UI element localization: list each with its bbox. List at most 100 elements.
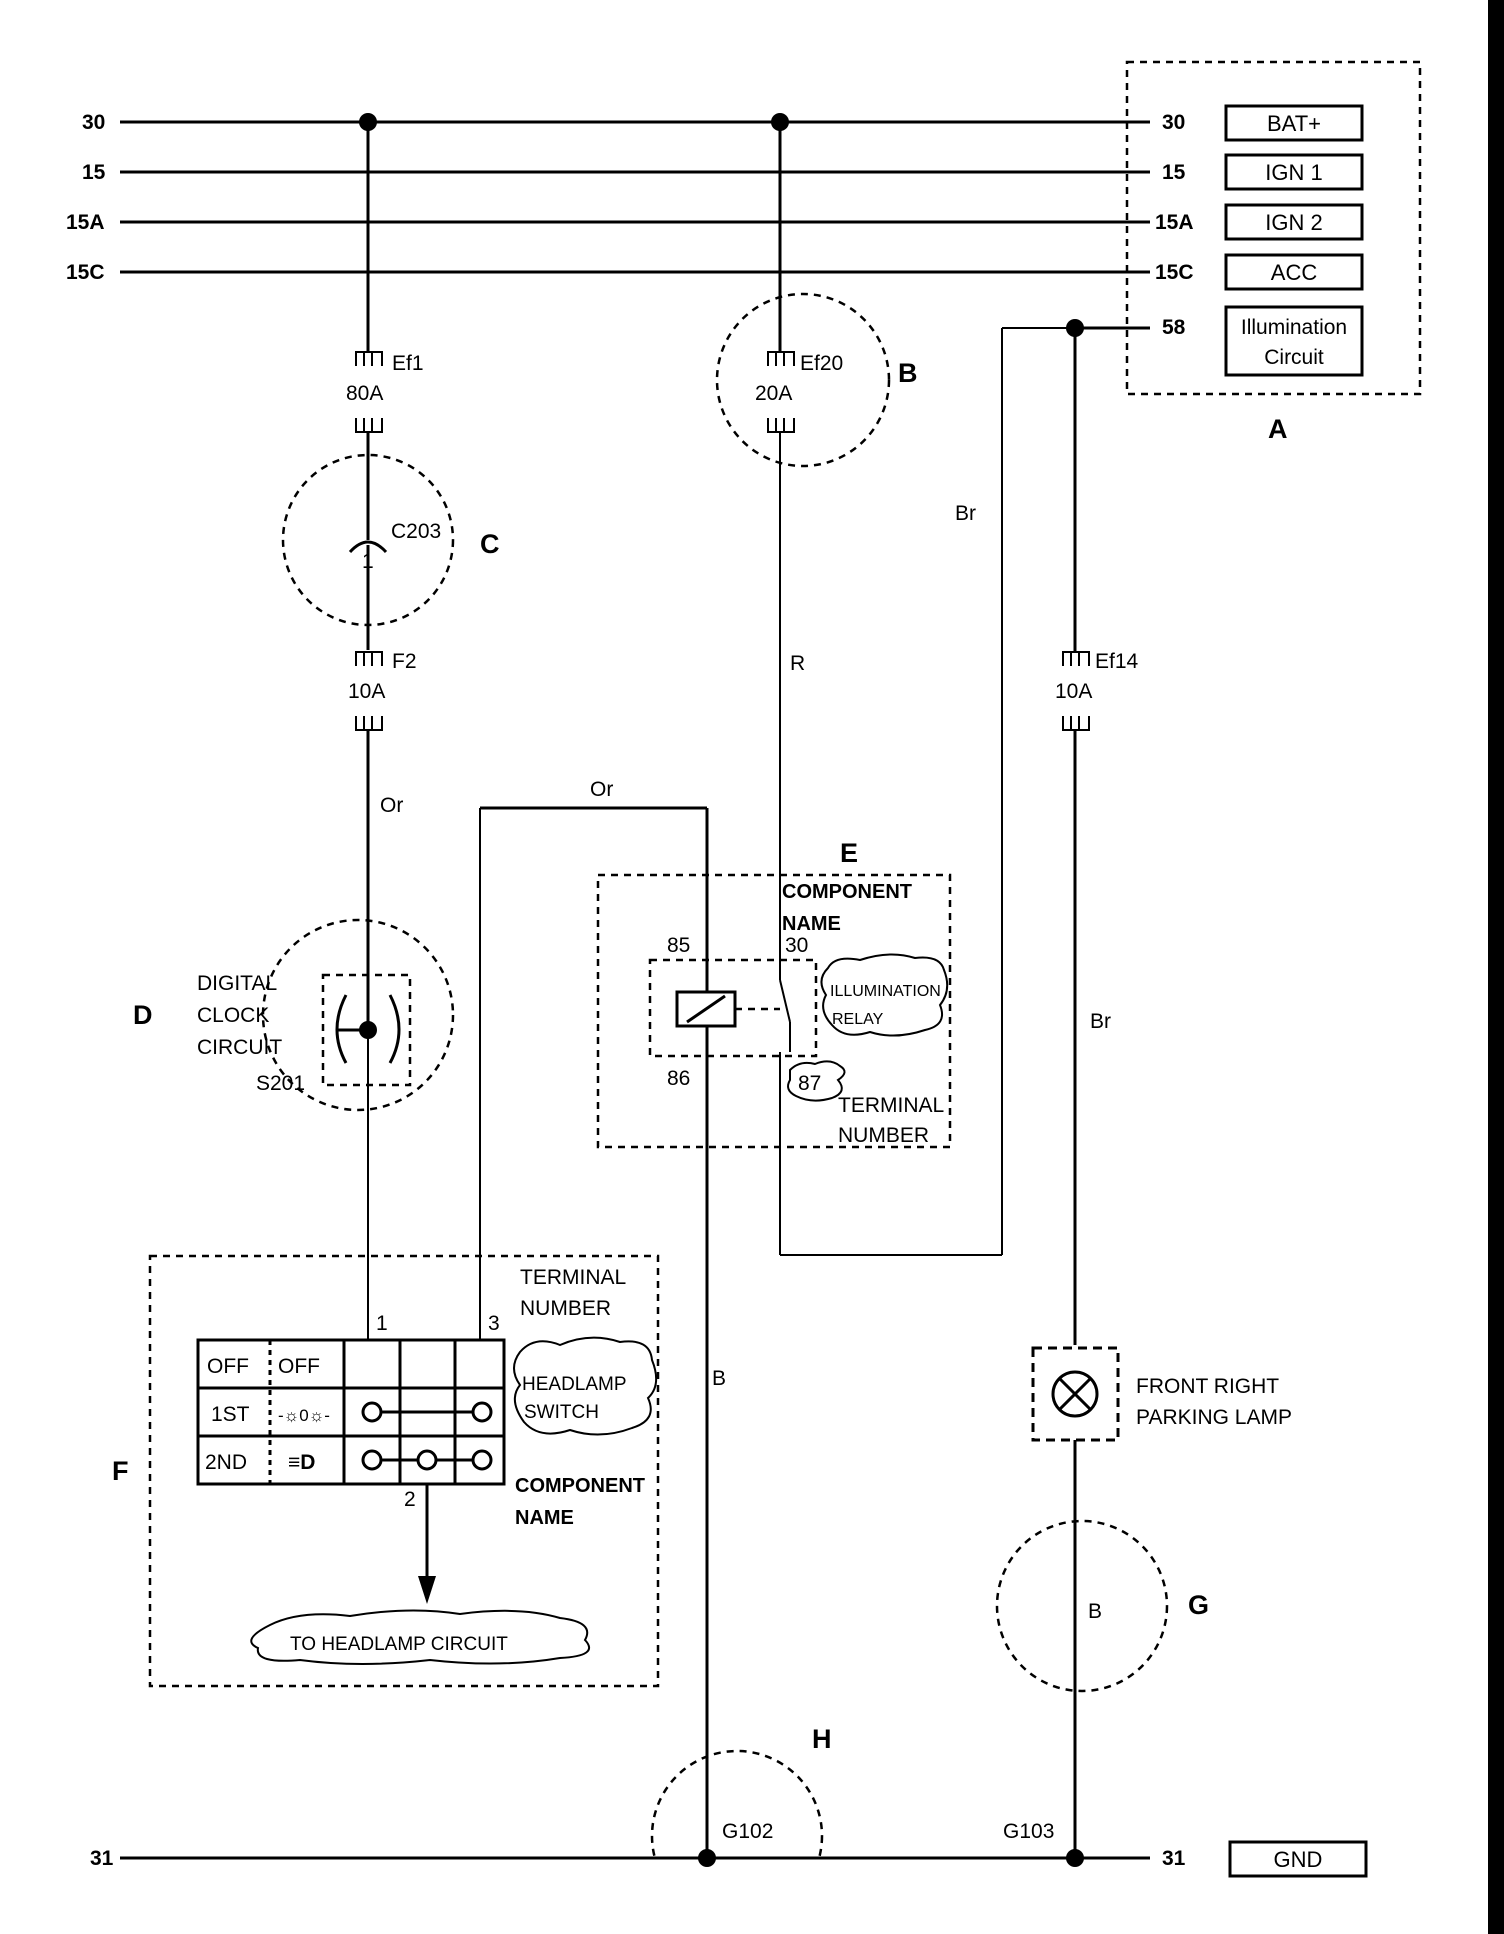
switch-terminal-number-line1: TERMINAL [520, 1266, 626, 1289]
acc-box-label: ACC [1271, 260, 1318, 285]
rail-31-left-label: 31 [90, 1847, 114, 1870]
switch-name-line2: SWITCH [524, 1402, 599, 1423]
wire-color-r: R [790, 652, 805, 675]
ground-g102-label: G102 [722, 1820, 773, 1843]
switch-terminal-number-line2: NUMBER [520, 1297, 611, 1320]
switch-row2-state: -☼0☼- [278, 1406, 330, 1425]
parking-lamp-symbol [1051, 1370, 1099, 1418]
switch-contact-2nd-1 [361, 1449, 383, 1471]
wire-color-or-1: Or [380, 794, 403, 817]
bat-box [1224, 104, 1364, 142]
callout-d-circle [261, 918, 455, 1112]
ign1-box-label: IGN 1 [1265, 160, 1322, 185]
block-e-outline [596, 873, 952, 1149]
gnd-box-label: GND [1274, 1847, 1323, 1872]
gnd-box [1228, 1840, 1368, 1878]
callout-c-circle [281, 453, 455, 627]
fuse-f2-name: F2 [392, 650, 417, 673]
to-headlamp-cloud [250, 1609, 591, 1665]
illumination-box [1224, 305, 1364, 377]
ign2-box [1224, 203, 1364, 241]
lamp-line2: PARKING LAMP [1136, 1406, 1292, 1429]
callout-b: B [898, 358, 918, 388]
fuse-ef20-top [767, 351, 795, 366]
ign2-box-label: IGN 2 [1265, 210, 1322, 235]
acc-box [1224, 253, 1364, 291]
callout-b-circle [715, 292, 891, 468]
wire-color-b-2: B [1088, 1600, 1102, 1623]
relay-inner-box [648, 958, 818, 1058]
wire-color-b-1: B [712, 1367, 726, 1390]
headlamp-switch: F TERMINAL NUMBER 1 3 OFF OFF 1ST -☼0☼- … [112, 1254, 660, 1688]
relay-control-wire: Or B H G102 [120, 778, 1150, 1934]
fuse-ef14-name: Ef14 [1095, 650, 1139, 673]
rail-30-left-label: 30 [82, 111, 105, 134]
wire-color-br-1: Br [955, 502, 976, 525]
illumination-relay: E COMPONENT NAME 85 30 86 ILLUMINATION R… [596, 808, 952, 1858]
switch-row1-state: OFF [278, 1355, 320, 1378]
switch-table [196, 1338, 506, 1486]
relay-contact [779, 979, 791, 1023]
callout-a: A [1268, 414, 1288, 444]
fuse-f2-rating: 10A [348, 680, 385, 703]
relay-component-name-line1: COMPONENT [782, 881, 912, 903]
switch-name-cloud [513, 1336, 658, 1436]
switch-component-name-line2: NAME [515, 1507, 574, 1529]
rail-15-right-label: 15 [1162, 161, 1186, 184]
callout-g-circle [995, 1519, 1169, 1693]
callout-f: F [112, 1456, 129, 1486]
parking-lamp-circuit: Ef14 10A Br FRONT RIGHT PARKING LAMP B G… [995, 319, 1292, 1867]
clock-feed-circuit: Ef1 80A C203 1 C F2 10A Or DIGITAL CLOCK… [133, 113, 500, 1340]
connector-c203-symbol [348, 540, 388, 554]
rail-30-right-label: 30 [1162, 111, 1185, 134]
ign1-box [1224, 153, 1364, 191]
callout-c: C [480, 529, 500, 559]
lamp-line1: FRONT RIGHT [1136, 1375, 1279, 1398]
fuse-ef20-rating: 20A [755, 382, 792, 405]
switch-contact-2nd-3 [471, 1449, 493, 1471]
switch-row1-pos: OFF [207, 1355, 249, 1378]
ground-g103-label: G103 [1003, 1820, 1054, 1843]
switch-contact-1st-1 [361, 1401, 383, 1423]
callout-d: D [133, 1000, 153, 1030]
power-source-block: BAT+ IGN 1 IGN 2 ACC Illumination Circui… [1120, 60, 1422, 444]
splice-line1: DIGITAL [197, 972, 277, 995]
callout-h-mask [640, 1858, 840, 1934]
switch-row3-pos: 2ND [205, 1451, 247, 1474]
wire-color-br-2: Br [1090, 1010, 1111, 1033]
relay-name-line2: RELAY [832, 1011, 884, 1028]
fuse-ef1-top [355, 351, 383, 366]
wire-color-or-2: Or [590, 778, 613, 801]
splice-line3: CIRCUIT [197, 1036, 282, 1059]
switch-component-name-line1: COMPONENT [515, 1475, 645, 1497]
illumination-box-line1: Illumination [1241, 316, 1347, 339]
fuse-ef14-rating: 10A [1055, 680, 1092, 703]
relay-name-cloud [820, 953, 949, 1037]
switch-pin1: 1 [376, 1312, 388, 1335]
rail-31-right-label: 31 [1162, 1847, 1186, 1870]
relay-pin85: 85 [667, 934, 690, 957]
splice-line2: CLOCK [197, 1004, 269, 1027]
relay-terminal-number-line2: NUMBER [838, 1124, 929, 1147]
connector-c203-name: C203 [391, 520, 441, 543]
block-a-outline [1125, 60, 1422, 396]
switch-contact-1st-3 [471, 1401, 493, 1423]
relay-pin87-cloud [787, 1060, 846, 1102]
relay-component-name-line2: NAME [782, 913, 841, 935]
switch-pin2: 2 [404, 1488, 416, 1511]
block-f-outline [148, 1254, 660, 1688]
fuse-ef14-bottom [1062, 716, 1090, 731]
relay-pin30: 30 [785, 934, 808, 957]
fuse-f2-bottom [355, 716, 383, 731]
rail-15c-left-label: 15C [66, 261, 105, 284]
fuse-ef1-name: Ef1 [392, 352, 424, 375]
callout-e: E [840, 838, 858, 868]
relay-pin86: 86 [667, 1067, 690, 1090]
splice-s201-symbol [335, 994, 401, 1064]
switch-contact-2nd-2 [416, 1449, 438, 1471]
fuse-ef1-rating: 80A [346, 382, 383, 405]
callout-h: H [812, 1724, 832, 1754]
ground-g102-dot [698, 1849, 716, 1867]
lamp-box [1031, 1346, 1120, 1442]
